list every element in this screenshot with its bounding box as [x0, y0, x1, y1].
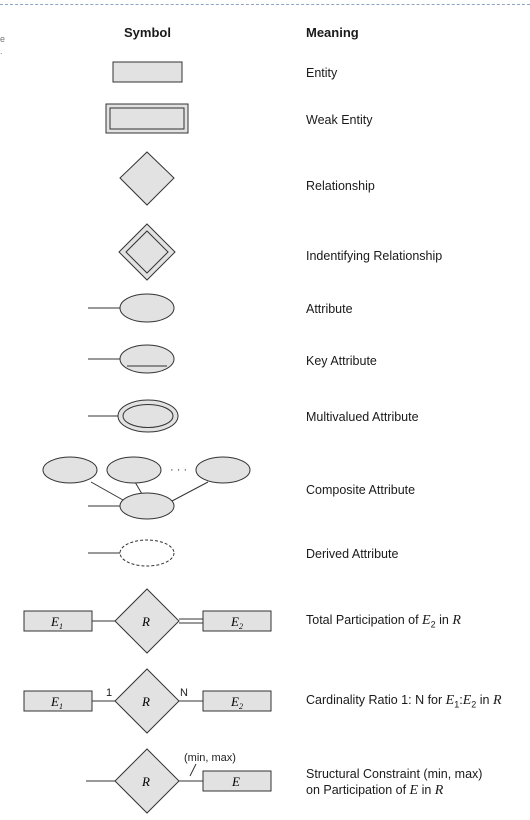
composite-attribute-symbol: · · ·: [42, 456, 251, 520]
relationship-r-label: R: [141, 694, 150, 709]
identifying-relationship-symbol: [118, 223, 176, 281]
relationship-r-label: R: [141, 774, 150, 789]
edge-mark: e: [0, 34, 6, 44]
attribute-symbol: [88, 293, 175, 323]
meaning-key-attribute: Key Attribute: [306, 354, 377, 368]
cardinality-ratio-symbol: E1 R E2 1 N: [23, 668, 272, 734]
cardinality-n-label: N: [180, 687, 188, 699]
entity-e1-label: E1: [50, 694, 63, 711]
meaning-identifying-relationship: Indentifying Relationship: [306, 249, 443, 263]
relationship-r-label: R: [141, 614, 150, 629]
structural-constraint-symbol: R E (min, max): [86, 748, 272, 814]
meaning-relationship: Relationship: [306, 179, 375, 193]
entity-e2-label: E2: [230, 694, 243, 711]
derived-attribute-symbol: [88, 539, 175, 567]
ellipsis-text: · · ·: [170, 464, 187, 476]
entity-e2-label: E2: [230, 614, 243, 631]
meaning-column-header: Meaning: [306, 25, 359, 40]
relationship-symbol: [119, 151, 175, 206]
cardinality-one-label: 1: [106, 687, 112, 699]
meaning-derived-attribute: Derived Attribute: [306, 547, 399, 561]
dashed-top-border: [0, 4, 530, 5]
meaning-total-participation: Total Participation of E2 in R: [306, 613, 461, 630]
meaning-weak-entity: Weak Entity: [306, 113, 373, 127]
meaning-entity: Entity: [306, 66, 338, 80]
entity-e1-label: E1: [50, 614, 63, 631]
meaning-multivalued-attribute: Multivalued Attribute: [306, 410, 419, 424]
meaning-attribute: Attribute: [306, 302, 353, 316]
key-attribute-symbol: [88, 344, 175, 374]
entity-e-label: E: [231, 774, 240, 789]
symbol-column-header: Symbol: [124, 25, 171, 40]
weak-entity-symbol: [105, 103, 189, 134]
meaning-cardinality-ratio: Cardinality Ratio 1: N for E1:E2 in R: [306, 693, 502, 710]
edge-mark: .: [0, 46, 3, 56]
min-max-label: (min, max): [184, 752, 236, 764]
total-participation-symbol: E1 R E2: [23, 588, 272, 654]
entity-symbol: [112, 61, 183, 83]
meaning-structural-constraint: Structural Constraint (min, max)on Parti…: [306, 767, 483, 798]
meaning-composite-attribute: Composite Attribute: [306, 483, 416, 497]
multivalued-attribute-symbol: [88, 399, 179, 433]
